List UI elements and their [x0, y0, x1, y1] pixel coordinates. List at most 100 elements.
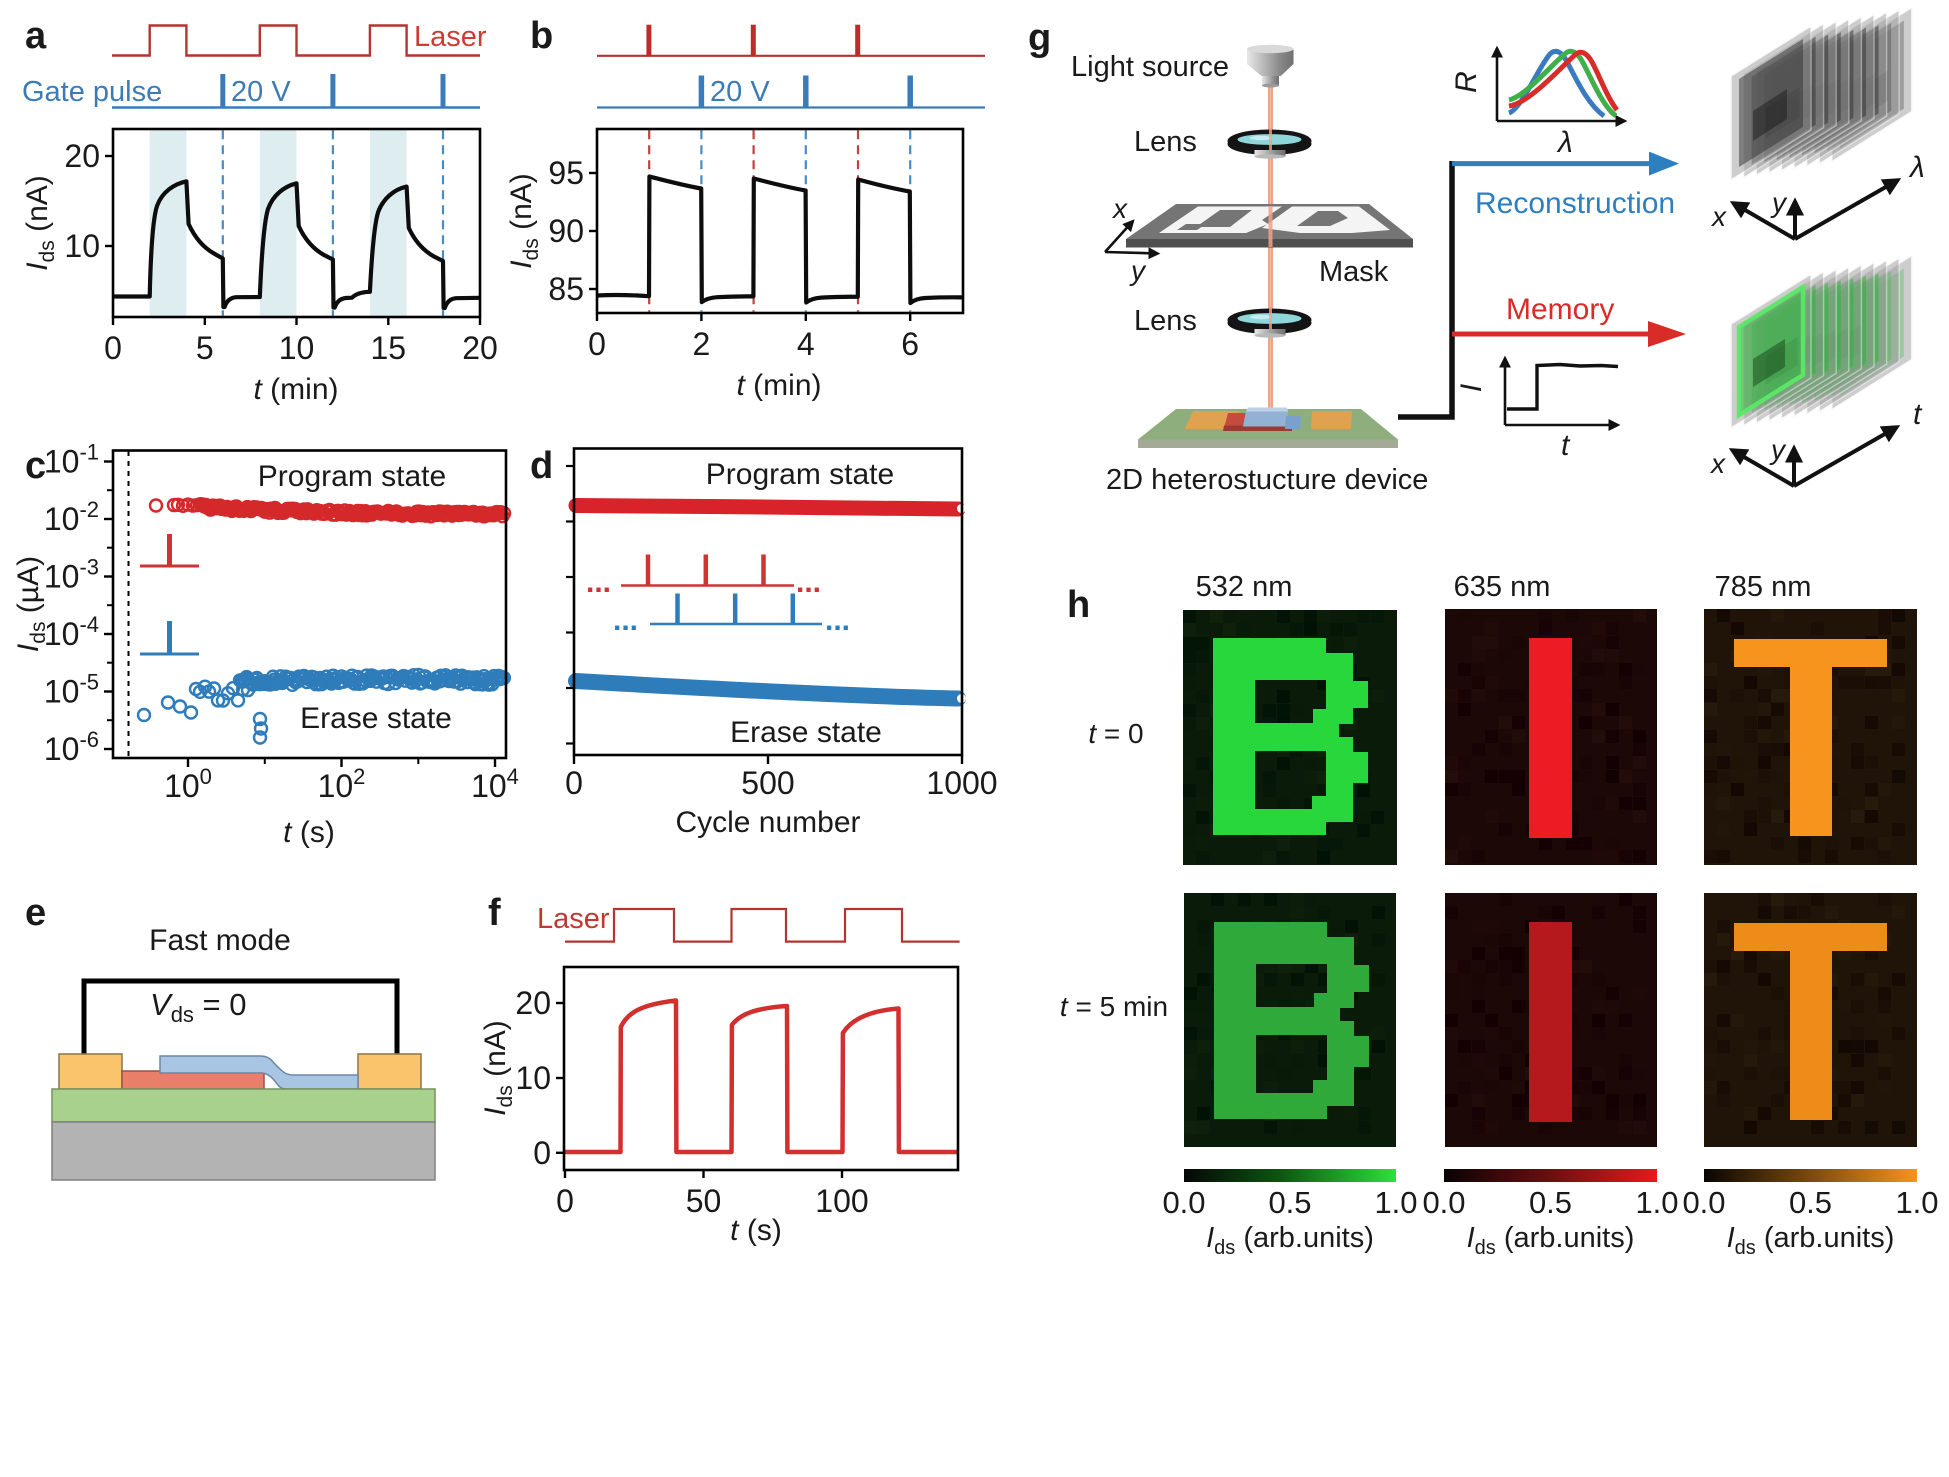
svg-text:...: ... — [586, 566, 611, 599]
svg-text:...: ... — [613, 604, 638, 637]
svg-text:785 nm: 785 nm — [1715, 571, 1812, 603]
svg-text:Mask: Mask — [1319, 256, 1389, 288]
svg-text:Fast mode: Fast mode — [149, 924, 291, 957]
svg-text:0.5: 0.5 — [1529, 1185, 1572, 1220]
svg-text:102: 102 — [318, 764, 366, 804]
svg-text:...: ... — [796, 566, 821, 599]
svg-text:y: y — [1769, 434, 1787, 465]
svg-text:6: 6 — [901, 326, 919, 362]
svg-text:Lens: Lens — [1134, 305, 1197, 337]
svg-text:10-2: 10-2 — [44, 497, 99, 537]
svg-text:e: e — [25, 892, 46, 934]
svg-text:0.0: 0.0 — [1682, 1185, 1725, 1220]
svg-text:g: g — [1028, 17, 1051, 59]
svg-text:635 nm: 635 nm — [1454, 571, 1551, 603]
svg-text:50: 50 — [686, 1183, 722, 1219]
svg-text:0: 0 — [565, 765, 583, 801]
svg-text:0.0: 0.0 — [1422, 1185, 1465, 1220]
svg-text:20 V: 20 V — [231, 76, 291, 108]
svg-text:c: c — [25, 445, 46, 487]
svg-text:t: t — [1913, 398, 1923, 431]
svg-text:t (min): t (min) — [254, 373, 339, 406]
svg-text:0: 0 — [588, 326, 606, 362]
svg-text:Ids (arb.units): Ids (arb.units) — [1727, 1222, 1895, 1259]
svg-text:0: 0 — [533, 1135, 551, 1171]
svg-text:Ids (nA): Ids (nA) — [21, 175, 59, 271]
svg-text:f: f — [488, 892, 501, 934]
svg-text:20 V: 20 V — [710, 76, 770, 108]
svg-text:t: t — [1561, 429, 1571, 462]
svg-text:0: 0 — [556, 1183, 574, 1219]
svg-text:Erase state: Erase state — [730, 716, 882, 749]
svg-text:85: 85 — [548, 271, 584, 307]
svg-text:10: 10 — [515, 1060, 551, 1096]
svg-text:20: 20 — [515, 985, 551, 1021]
svg-text:20: 20 — [462, 330, 498, 366]
svg-text:I: I — [1455, 384, 1488, 392]
svg-text:4: 4 — [797, 326, 815, 362]
svg-text:d: d — [530, 445, 553, 487]
svg-text:Erase state: Erase state — [300, 702, 452, 735]
svg-text:2D heterostucture device: 2D heterostucture device — [1106, 464, 1428, 496]
svg-text:t (s): t (s) — [730, 1214, 782, 1247]
svg-text:a: a — [25, 15, 47, 57]
svg-text:10: 10 — [64, 228, 100, 264]
svg-text:10-5: 10-5 — [44, 670, 99, 710]
svg-text:100: 100 — [815, 1183, 868, 1219]
svg-text:t (s): t (s) — [283, 816, 335, 849]
svg-text:15: 15 — [371, 330, 407, 366]
svg-text:x: x — [1111, 193, 1128, 224]
svg-text:...: ... — [825, 604, 850, 637]
svg-text:10: 10 — [279, 330, 315, 366]
svg-text:Gate pulse: Gate pulse — [22, 76, 162, 108]
svg-text:0.0: 0.0 — [1162, 1185, 1205, 1220]
svg-text:90: 90 — [548, 213, 584, 249]
svg-text:Lens: Lens — [1134, 126, 1197, 158]
svg-text:1.0: 1.0 — [1895, 1185, 1938, 1220]
svg-text:10-1: 10-1 — [44, 440, 99, 480]
svg-text:1000: 1000 — [926, 765, 997, 801]
svg-text:100: 100 — [164, 764, 212, 804]
svg-text:Light source: Light source — [1071, 51, 1229, 83]
svg-text:y: y — [1770, 187, 1788, 218]
svg-text:y: y — [1129, 255, 1147, 286]
svg-text:0.5: 0.5 — [1789, 1185, 1832, 1220]
svg-text:Laser: Laser — [414, 21, 487, 53]
svg-text:Ids (arb.units): Ids (arb.units) — [1206, 1222, 1374, 1259]
svg-text:10-6: 10-6 — [44, 727, 99, 767]
svg-text:t = 5 min: t = 5 min — [1060, 991, 1168, 1022]
svg-text:20: 20 — [64, 138, 100, 174]
svg-text:λ: λ — [1908, 151, 1925, 184]
svg-text:1.0: 1.0 — [1635, 1185, 1678, 1220]
svg-text:Program state: Program state — [706, 458, 894, 491]
svg-text:95: 95 — [548, 155, 584, 191]
svg-text:Ids (nA): Ids (nA) — [479, 1020, 517, 1116]
svg-text:h: h — [1067, 584, 1090, 626]
svg-text:x: x — [1709, 448, 1726, 479]
svg-text:5: 5 — [196, 330, 214, 366]
svg-text:2: 2 — [693, 326, 711, 362]
svg-text:Vds = 0: Vds = 0 — [150, 987, 247, 1027]
svg-text:t = 0: t = 0 — [1088, 718, 1143, 749]
svg-text:b: b — [530, 15, 553, 57]
svg-text:Program state: Program state — [258, 460, 446, 493]
svg-text:10-4: 10-4 — [44, 612, 99, 652]
svg-text:0: 0 — [104, 330, 122, 366]
svg-text:x: x — [1710, 201, 1727, 232]
svg-text:500: 500 — [741, 765, 794, 801]
svg-text:104: 104 — [471, 764, 519, 804]
svg-text:Memory: Memory — [1506, 293, 1614, 326]
svg-text:Reconstruction: Reconstruction — [1475, 187, 1675, 220]
svg-text:Ids (µA): Ids (µA) — [12, 556, 50, 652]
svg-text:Ids (arb.units): Ids (arb.units) — [1467, 1222, 1635, 1259]
svg-text:0.5: 0.5 — [1268, 1185, 1311, 1220]
svg-text:Laser: Laser — [537, 903, 610, 935]
svg-text:Cycle number: Cycle number — [675, 806, 860, 839]
svg-text:1.0: 1.0 — [1374, 1185, 1417, 1220]
svg-text:532 nm: 532 nm — [1196, 571, 1293, 603]
svg-text:t (min): t (min) — [737, 369, 822, 402]
svg-text:Ids (nA): Ids (nA) — [505, 173, 543, 269]
svg-text:10-3: 10-3 — [44, 555, 99, 595]
svg-text:R: R — [1450, 71, 1483, 93]
svg-text:λ: λ — [1556, 126, 1573, 159]
